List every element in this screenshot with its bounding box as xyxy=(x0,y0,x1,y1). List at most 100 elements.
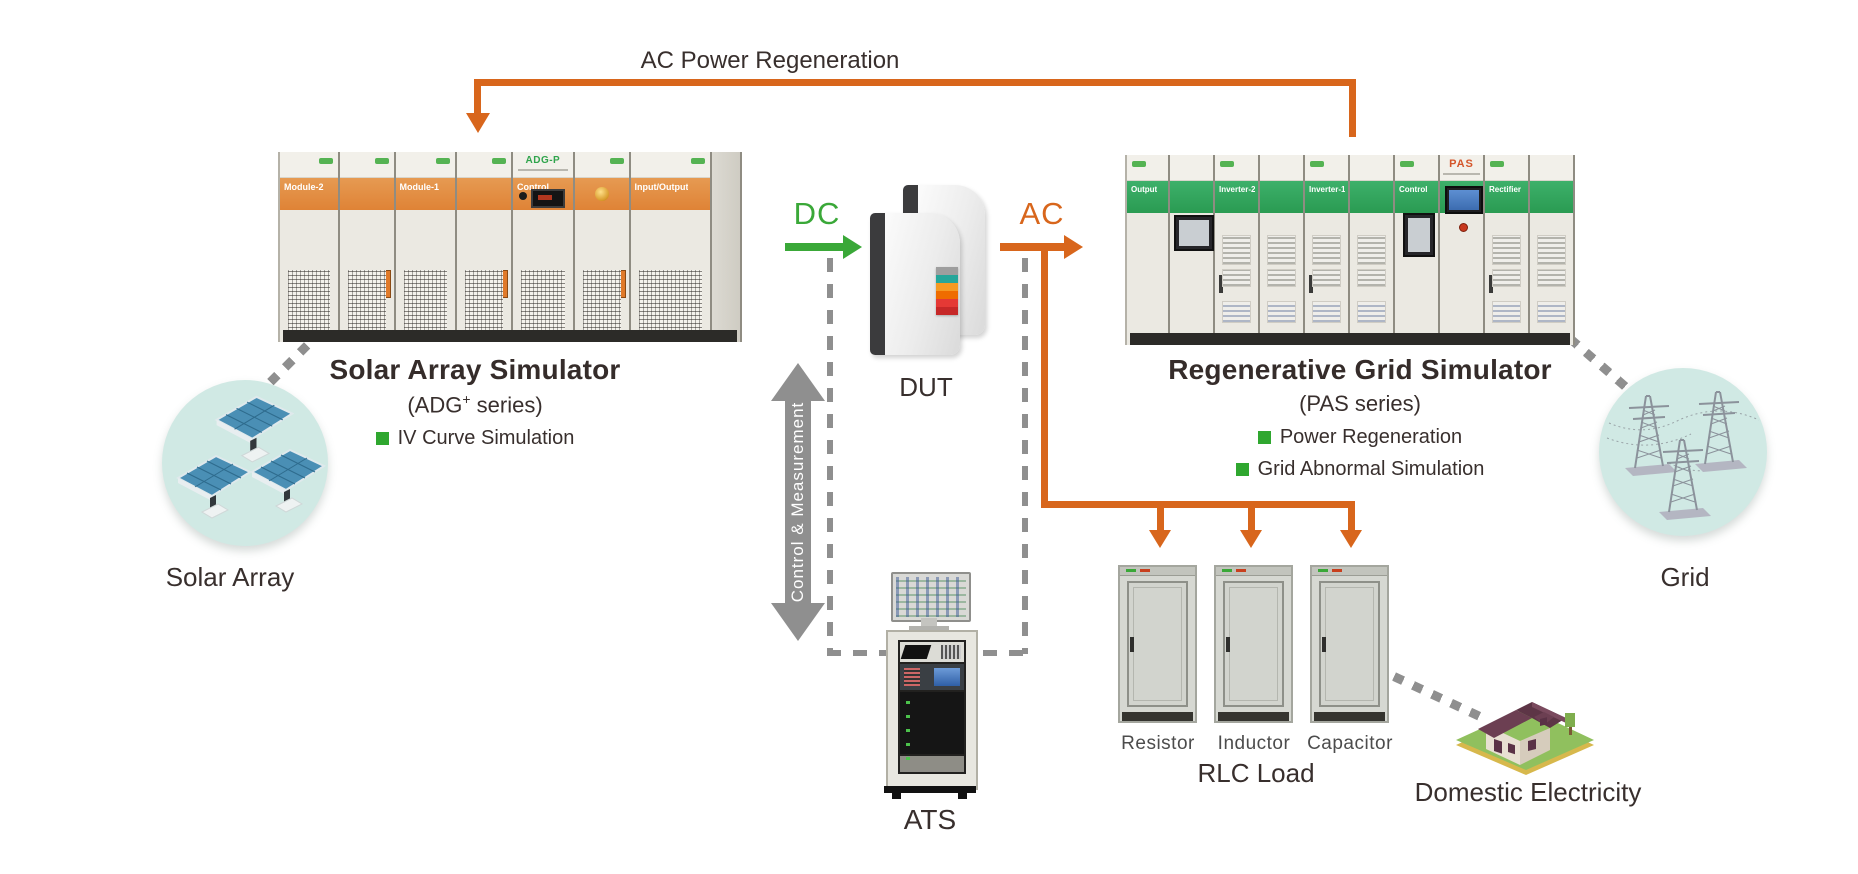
vent-grille xyxy=(1267,235,1296,265)
cabinet-door-pas: PAS xyxy=(1440,155,1485,345)
door-band xyxy=(457,178,511,210)
door-band xyxy=(1440,181,1483,214)
ac-arrow-shaft xyxy=(1000,243,1064,251)
inductor-label: Inductor xyxy=(1217,733,1291,754)
vent-grille xyxy=(1537,269,1566,287)
vent-grille xyxy=(1222,269,1251,287)
dc-arrow-shaft xyxy=(785,243,843,251)
ats-monitor xyxy=(891,572,971,622)
door-band: Inverter-2 xyxy=(1215,181,1258,213)
door-body xyxy=(1530,213,1573,345)
door-top xyxy=(1215,155,1258,181)
control-display-icon xyxy=(531,189,565,208)
sas-caption-block: Solar Array Simulator (ADG+ series) IV C… xyxy=(275,354,675,450)
ats-rack xyxy=(886,630,978,790)
monitor-screen xyxy=(896,577,966,617)
capacitor-label: Capacitor xyxy=(1307,733,1393,754)
vent-grille xyxy=(1312,269,1341,287)
door-body xyxy=(1260,213,1303,345)
cabinet-brand-label: PAS xyxy=(1449,158,1474,170)
dc-label: DC xyxy=(793,196,841,231)
vent-grille xyxy=(638,270,703,332)
door-body xyxy=(1440,213,1483,345)
monitor-stand xyxy=(921,618,937,628)
vent-grille xyxy=(521,270,565,332)
door-band: Output xyxy=(1127,181,1168,213)
ats-label: ATS xyxy=(903,804,957,835)
grid-label: Grid xyxy=(1660,562,1710,592)
door-top xyxy=(1485,155,1528,181)
vent-grille xyxy=(1222,301,1251,323)
regen-arrow-label: AC Power Regeneration xyxy=(640,47,900,74)
hmi-panel-icon xyxy=(1174,215,1214,251)
rack-instrument xyxy=(900,692,964,760)
solar-array-simulator-cabinet: Module-2 Module-1 ADG-P Control xyxy=(278,152,743,342)
arrowhead-up-icon xyxy=(771,363,825,401)
vent-grille xyxy=(1357,235,1386,265)
cabinet-door xyxy=(457,152,513,342)
resistor-cabinet xyxy=(1118,565,1197,723)
brand-logo-icon xyxy=(691,158,706,164)
vent-grille xyxy=(1267,301,1296,323)
rack-instrument xyxy=(900,756,964,772)
dut-device xyxy=(862,185,997,360)
cabinet-door: Module-1 xyxy=(395,152,458,342)
solar-panels-icon xyxy=(177,395,325,519)
ac-label: AC xyxy=(1019,196,1065,231)
vent-grille xyxy=(1357,269,1386,287)
cabinet-door: Inverter-2 xyxy=(1215,155,1260,345)
vent-grille xyxy=(1492,301,1521,323)
ac-arrowhead-icon xyxy=(1064,235,1083,259)
door-body xyxy=(1170,213,1214,345)
bullet-square-icon xyxy=(1257,431,1271,444)
vent-grille xyxy=(347,270,386,332)
brand-logo-icon xyxy=(1490,161,1504,167)
resistor-label: Resistor xyxy=(1121,733,1195,754)
control-measurement-label: Control & Measurement xyxy=(788,401,807,603)
cabinet-door xyxy=(1350,155,1395,345)
cabinet-door xyxy=(574,152,631,342)
door-top xyxy=(339,152,394,178)
door-band xyxy=(1170,181,1213,213)
control-measurement-arrow xyxy=(785,399,811,605)
door-band: Rectifier xyxy=(1485,181,1528,213)
door-handle xyxy=(1226,637,1230,652)
arrowhead-down-icon xyxy=(771,603,825,641)
door-top xyxy=(1305,155,1348,181)
dut-label: DUT xyxy=(899,372,953,402)
rack-equipment xyxy=(898,640,966,774)
vent-grille xyxy=(1537,235,1566,265)
cabinet-door: Input/Output xyxy=(630,152,713,342)
rlc-arrowhead-icon xyxy=(1240,530,1262,548)
vent-grille xyxy=(465,270,503,332)
vent-grille xyxy=(1312,301,1341,323)
rgs-title: Regenerative Grid Simulator xyxy=(1168,354,1552,385)
door-label: Input/Output xyxy=(634,182,689,192)
door-body xyxy=(280,210,338,342)
regen-arrow-right-vertical xyxy=(1349,79,1356,137)
door-top xyxy=(1170,155,1213,181)
brand-logo-icon xyxy=(318,158,333,164)
cabinet-side-panel xyxy=(712,152,743,342)
door-label: Control xyxy=(517,182,549,192)
door-band xyxy=(339,178,394,210)
door-body xyxy=(1350,213,1393,345)
solar-array-label: Solar Array xyxy=(165,562,295,592)
regen-arrow-horizontal xyxy=(474,79,1356,86)
door-body xyxy=(575,210,629,342)
door-handle xyxy=(1489,275,1493,293)
brand-logo-icon xyxy=(609,158,624,164)
cabinet-base xyxy=(283,330,737,342)
rlc-branch-horizontal xyxy=(1041,501,1355,508)
door-label: Inverter-2 xyxy=(1219,185,1256,194)
door-top xyxy=(574,152,629,178)
brand-logo-icon xyxy=(1220,161,1234,167)
door-body xyxy=(1127,213,1168,345)
cabinet-door xyxy=(1260,155,1305,345)
door-top: PAS xyxy=(1440,155,1483,181)
cabinet-door: Inverter-1 xyxy=(1305,155,1350,345)
cabinet-door xyxy=(339,152,396,342)
door-body xyxy=(340,210,394,342)
cabinet-brand-label: ADG-P xyxy=(525,155,561,166)
cabinet-base xyxy=(1130,333,1570,345)
